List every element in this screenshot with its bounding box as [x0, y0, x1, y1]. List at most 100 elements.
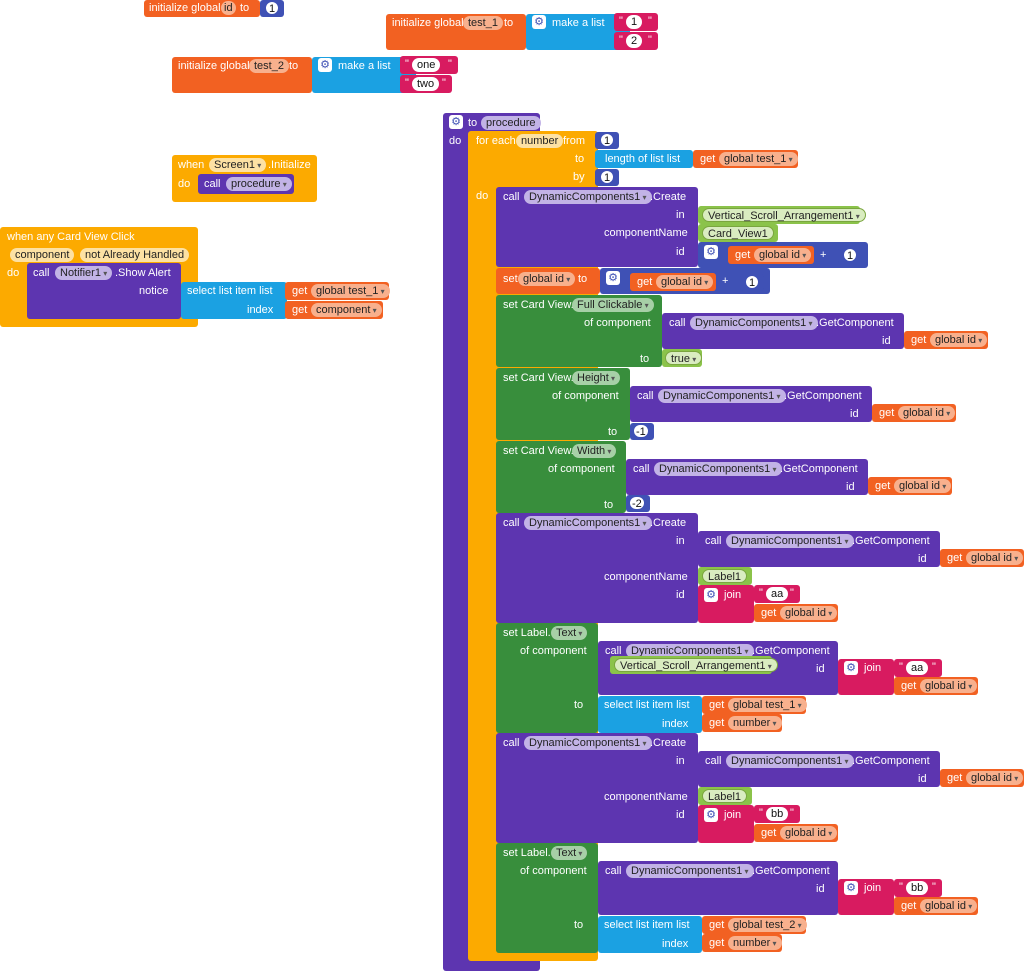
select-list-item-block[interactable]: select list item list index [598, 696, 702, 733]
text-value[interactable]: Label1 [702, 789, 748, 803]
component-block[interactable]: Vertical_Scroll_Arrangement1 [698, 206, 866, 224]
procedure-name[interactable]: procedure [481, 116, 541, 130]
dynamic-create-block[interactable]: call DynamicComponents1 .Create in compo… [496, 733, 698, 843]
param-not-already-handled[interactable]: not Already Handled [80, 248, 190, 262]
text-value[interactable]: bb [906, 881, 929, 895]
by-number-block[interactable]: 1 [595, 169, 619, 186]
join-block[interactable]: ⚙ join [698, 805, 754, 843]
call-procedure-block[interactable]: call procedure [198, 174, 294, 194]
get-block[interactable]: get global test_1 [693, 150, 798, 168]
get-block[interactable]: get component [285, 301, 383, 319]
get-block[interactable]: get global id [940, 549, 1024, 567]
variable-dropdown[interactable]: global id [966, 551, 1024, 565]
number-value[interactable]: 1 [745, 275, 760, 289]
variable-dropdown[interactable]: global test_1 [311, 284, 390, 298]
number-value[interactable]: 1 [600, 170, 615, 184]
text-value[interactable]: 1 [626, 15, 643, 29]
component-dropdown[interactable]: DynamicComponents1 [524, 190, 652, 204]
get-block[interactable]: get global id [872, 404, 956, 422]
number-value[interactable]: 1 [843, 248, 858, 262]
number-block[interactable]: 1 [838, 247, 862, 264]
dynamic-create-block[interactable]: call DynamicComponents1 .Create in compo… [496, 187, 698, 267]
variable-dropdown[interactable]: global test_2 [728, 918, 807, 932]
get-block[interactable]: get number [702, 934, 782, 952]
get-block[interactable]: get global id [868, 477, 952, 495]
component-dropdown[interactable]: Vertical_Scroll_Arrangement1 [614, 658, 778, 672]
init-global-test1-block[interactable]: initialize global test_1 to [386, 14, 526, 50]
gear-icon[interactable]: ⚙ [704, 808, 718, 822]
variable-dropdown[interactable]: global id [656, 275, 714, 289]
property-dropdown[interactable]: Text [551, 846, 588, 860]
text-block[interactable]: "2" [614, 32, 658, 50]
text-block[interactable]: "1" [614, 13, 658, 31]
var-name-chip[interactable]: test_1 [463, 16, 503, 30]
variable-dropdown[interactable]: number [728, 716, 782, 730]
set-card-view-full-clickable[interactable]: set Card View. Full Clickable of compone… [496, 295, 662, 367]
text-block[interactable]: Label1 [698, 787, 752, 805]
get-block[interactable]: get global id [894, 897, 978, 915]
component-dropdown[interactable]: DynamicComponents1 [726, 534, 854, 548]
gear-icon[interactable]: ⚙ [606, 271, 620, 285]
get-block[interactable]: get global id [754, 604, 838, 622]
get-block[interactable]: get global id [754, 824, 838, 842]
set-label-text[interactable]: set Label. Text of component to [496, 623, 598, 733]
procedure-dropdown[interactable]: procedure [226, 177, 292, 191]
variable-dropdown[interactable]: global id [920, 899, 978, 913]
make-list-block[interactable]: ⚙ make a list [526, 14, 630, 50]
variable-dropdown[interactable]: number [728, 936, 782, 950]
select-list-item-block[interactable]: select list item list index [181, 282, 287, 319]
variable-dropdown[interactable]: global id [518, 272, 576, 286]
variable-dropdown[interactable]: global test_1 [719, 152, 798, 166]
number-value[interactable]: -2 [629, 496, 645, 510]
init-global-test2-block[interactable]: initialize global test_2 to [172, 57, 312, 93]
component-dropdown[interactable]: DynamicComponents1 [726, 754, 854, 768]
component-dropdown[interactable]: DynamicComponents1 [626, 864, 754, 878]
property-dropdown[interactable]: Height [572, 371, 621, 385]
gear-icon[interactable]: ⚙ [844, 881, 858, 895]
number-block[interactable]: 1 [740, 274, 764, 291]
get-block[interactable]: get global test_2 [702, 916, 807, 934]
get-block[interactable]: get global id [904, 331, 988, 349]
gear-icon[interactable]: ⚙ [532, 15, 546, 29]
text-block[interactable]: "two" [400, 75, 452, 93]
gear-icon[interactable]: ⚙ [704, 245, 718, 259]
text-block[interactable]: "one" [400, 56, 458, 74]
variable-dropdown[interactable]: global id [780, 826, 838, 840]
var-name-chip[interactable]: id [221, 1, 236, 15]
gear-icon[interactable]: ⚙ [318, 58, 332, 72]
join-block[interactable]: ⚙ join [838, 659, 894, 695]
component-dropdown[interactable]: Vertical_Scroll_Arrangement1 [702, 208, 866, 222]
variable-dropdown[interactable]: global id [894, 479, 952, 493]
property-dropdown[interactable]: Full Clickable [572, 298, 654, 312]
property-dropdown[interactable]: Width [572, 444, 617, 458]
gear-icon[interactable]: ⚙ [844, 661, 858, 675]
text-block[interactable]: Label1 [698, 567, 752, 585]
get-component-block[interactable]: call DynamicComponents1 .GetComponent id [698, 531, 940, 567]
component-dropdown[interactable]: DynamicComponents1 [524, 736, 652, 750]
text-value[interactable]: two [412, 77, 440, 91]
property-dropdown[interactable]: Text [551, 626, 588, 640]
number-value[interactable]: -1 [633, 424, 649, 438]
get-block[interactable]: get number [702, 714, 782, 732]
get-block[interactable]: get global test_1 [702, 696, 807, 714]
component-dropdown[interactable]: DynamicComponents1 [524, 516, 652, 530]
text-value[interactable]: bb [766, 807, 789, 821]
get-component-block[interactable]: call DynamicComponents1 .GetComponent id [598, 861, 838, 915]
text-block[interactable]: "aa" [894, 659, 942, 677]
text-block[interactable]: "bb" [754, 805, 800, 823]
component-block[interactable]: Vertical_Scroll_Arrangement1 [610, 656, 778, 674]
variable-dropdown[interactable]: global id [930, 333, 988, 347]
number-block[interactable]: 1 [260, 0, 284, 17]
variable-dropdown[interactable]: global id [780, 606, 838, 620]
component-dropdown[interactable]: DynamicComponents1 [658, 389, 786, 403]
variable-dropdown[interactable]: global id [754, 248, 812, 262]
text-block[interactable]: "aa" [754, 585, 800, 603]
show-alert-block[interactable]: call Notifier1 .Show Alert notice [27, 263, 181, 319]
text-value[interactable]: Label1 [702, 569, 748, 583]
number-block[interactable]: -2 [626, 495, 650, 512]
get-block[interactable]: get global id [940, 769, 1024, 787]
notifier-dropdown[interactable]: Notifier1 [55, 266, 113, 280]
get-component-block[interactable]: call DynamicComponents1 .GetComponent id [626, 459, 868, 495]
variable-dropdown[interactable]: global id [966, 771, 1024, 785]
gear-icon[interactable]: ⚙ [449, 115, 463, 129]
